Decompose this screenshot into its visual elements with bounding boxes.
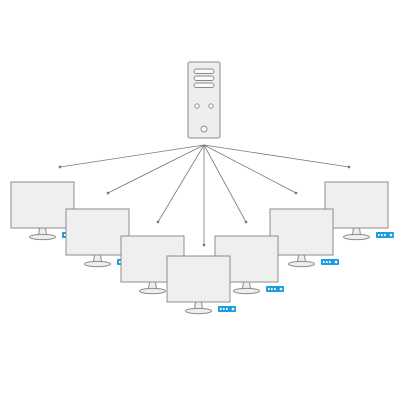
network-card-port <box>329 261 331 263</box>
network-card-icon <box>376 232 394 238</box>
tower-server-icon <box>187 61 221 139</box>
client-monitor <box>214 235 284 295</box>
network-card-port <box>381 234 383 236</box>
network-card-port <box>64 234 66 236</box>
monitor-base <box>343 233 370 241</box>
network-card-icon <box>218 306 236 312</box>
drive-bay-slot <box>193 75 215 81</box>
network-card-port <box>268 288 270 290</box>
network-card-led <box>334 260 338 264</box>
drive-bay-slot <box>193 68 215 74</box>
network-card-port <box>384 234 386 236</box>
network-card-icon <box>266 286 284 292</box>
network-card-port <box>223 308 225 310</box>
network-card-port <box>378 234 380 236</box>
monitor-base <box>233 287 260 295</box>
network-card-icon <box>321 259 339 265</box>
network-card-port <box>274 288 276 290</box>
monitor-icon <box>324 181 389 229</box>
server-tower <box>187 61 221 139</box>
connection-line <box>156 144 205 224</box>
network-card-led <box>279 287 283 291</box>
client-monitor <box>324 181 394 241</box>
monitor-icon <box>10 181 75 229</box>
connection-line <box>203 144 248 224</box>
monitor-base <box>29 233 56 241</box>
network-card-port <box>226 308 228 310</box>
network-card-led <box>231 307 235 311</box>
monitor-base <box>84 260 111 268</box>
network-card-port <box>326 261 328 263</box>
monitor-icon <box>269 208 334 256</box>
client-monitor <box>269 208 339 268</box>
connection-line <box>203 144 351 169</box>
power-button-icon <box>200 125 208 133</box>
monitor-base <box>185 307 212 315</box>
network-card-led <box>389 233 393 237</box>
connection-line <box>203 144 298 195</box>
network-card-port <box>119 261 121 263</box>
connection-line <box>106 144 205 195</box>
connection-line <box>58 144 205 169</box>
network-card-port <box>220 308 222 310</box>
connection-lines <box>58 144 351 247</box>
monitor-icon <box>65 208 130 256</box>
network-card-port <box>323 261 325 263</box>
client-monitor <box>166 255 236 315</box>
monitor-icon <box>166 255 231 303</box>
drive-bay-slot <box>193 82 215 88</box>
network-card-port <box>271 288 273 290</box>
status-led-icon <box>194 103 200 109</box>
monitor-base <box>139 287 166 295</box>
monitor-base <box>288 260 315 268</box>
status-led-icon <box>208 103 214 109</box>
client-monitors <box>10 181 394 315</box>
